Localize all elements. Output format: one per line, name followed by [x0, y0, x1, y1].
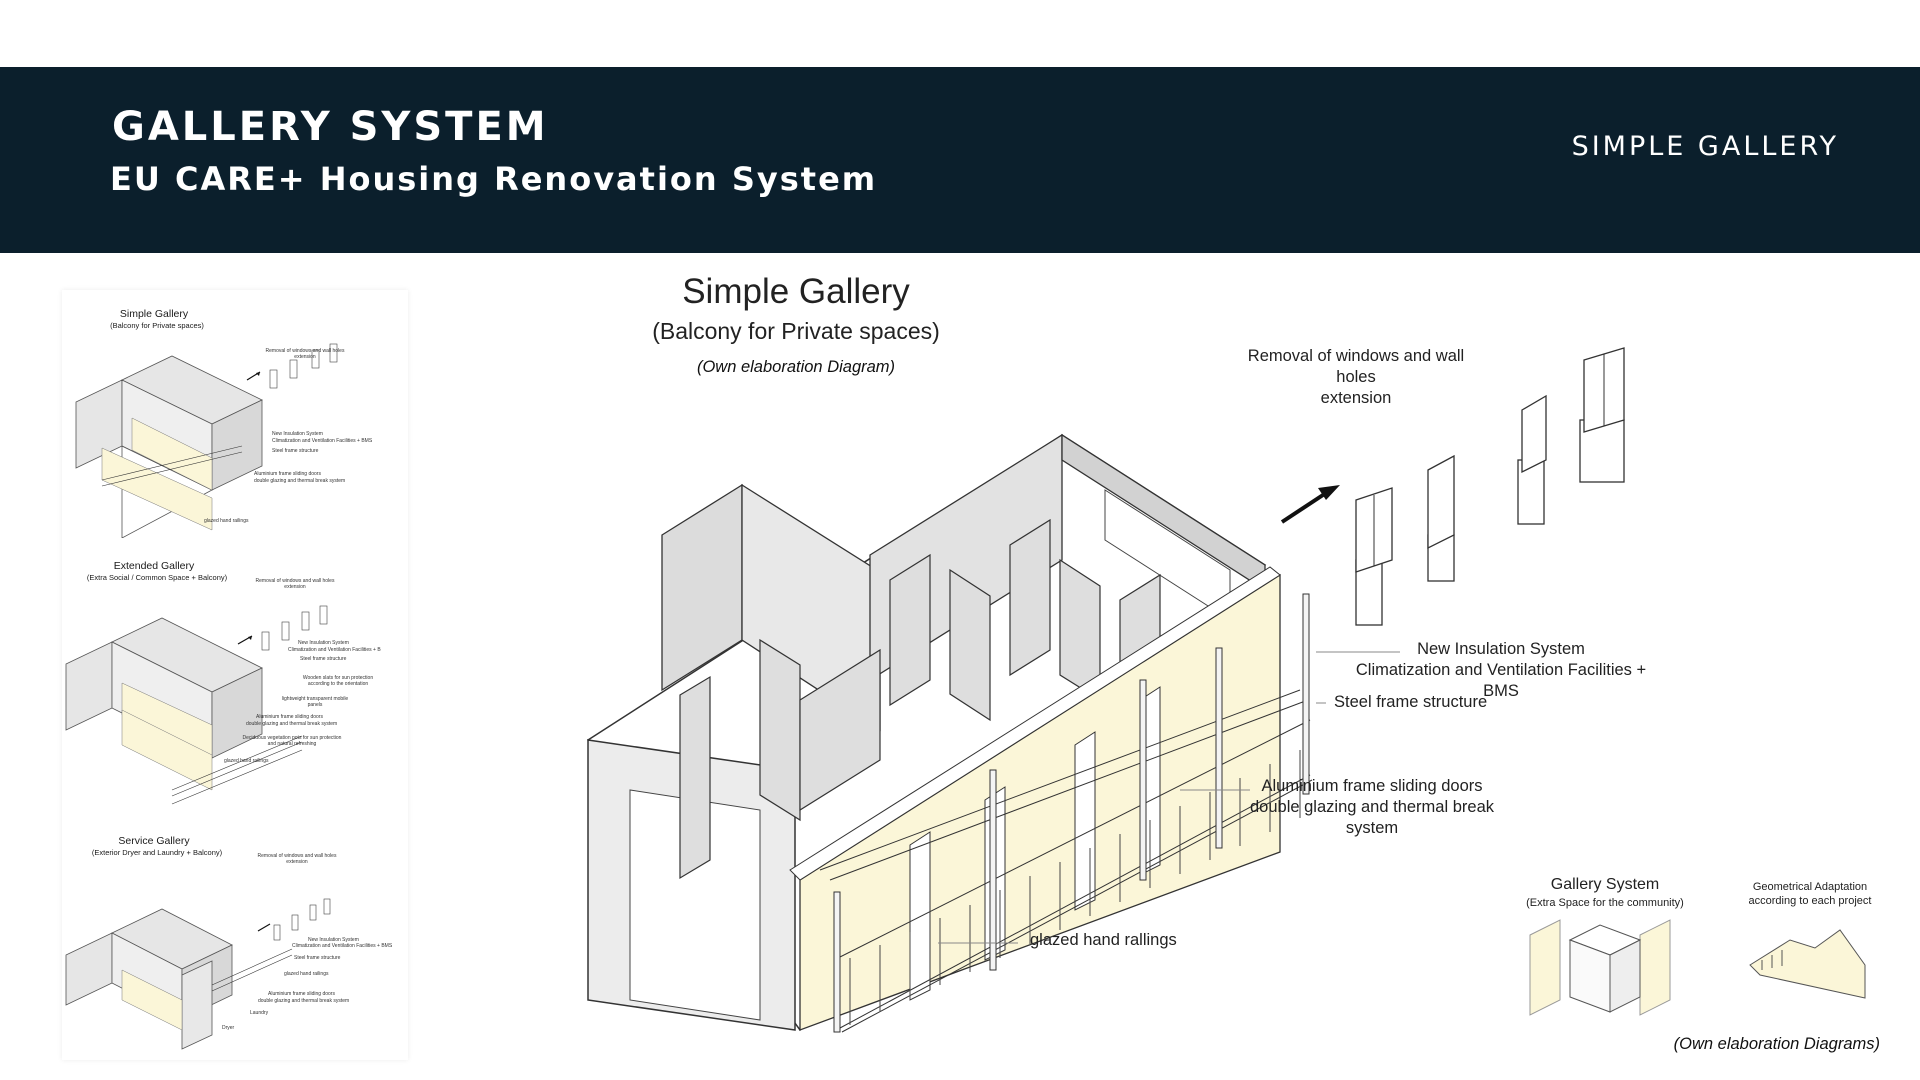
callout-sliding-doors: Aluminium frame sliding doors double gla… [1250, 777, 1494, 837]
gallery-system-subtitle: (Extra Space for the community) [1526, 897, 1684, 909]
callout-hand-railings: glazed hand rallings [1030, 931, 1177, 949]
thumbnail-label: Dryer [222, 1025, 235, 1031]
thumbnail-label: Climatization and Ventilation Facilities… [272, 438, 373, 444]
thumbnail-drawing [65, 605, 328, 805]
thumbnail-label: Steel frame structure [272, 448, 319, 454]
thumbnail-label: double glazing and thermal break system [246, 721, 338, 727]
callout-removal: Removal of windows and wall holes extens… [1247, 347, 1465, 407]
thumbnail-subtitle: (Balcony for Private spaces) [110, 321, 204, 330]
thumbnail-title: Service Gallery [118, 835, 190, 847]
thumbnail-label: Steel frame structure [294, 955, 341, 961]
thumbnail-label: double glazing and thermal break system [258, 998, 350, 1004]
thumbnail-title: Simple Gallery [119, 308, 189, 320]
thumbnail-label: glazed hand railings [204, 518, 249, 524]
page-subtitle: EU CARE+ Housing Renovation System [110, 160, 878, 198]
diagram-subtitle: (Balcony for Private spaces) [652, 318, 940, 344]
page-title: GALLERY SYSTEM [112, 104, 549, 150]
door-opening [629, 789, 761, 1021]
thumbnail-label: Climatization and Ventilation Facilities… [288, 647, 381, 653]
gallery-system-mini-diagram [1529, 919, 1671, 1016]
thumbnail-service-gallery[interactable]: Service Gallery (Exterior Dryer and Laun… [62, 835, 408, 1055]
thumbnail-label: glazed hand railings [284, 971, 329, 977]
thumbnail-label: Aluminium frame sliding doors [268, 991, 335, 997]
thumbnail-label: Deciduous vegetation pots for sun protec… [242, 735, 342, 747]
thumbnail-title: Extended Gallery [113, 560, 195, 572]
geometric-adaptation-mini-diagram [1749, 929, 1866, 999]
callout-insulation: New Insulation System Climatization and … [1355, 640, 1647, 700]
thumbnail-label: New Insulation System [308, 937, 359, 943]
thumbnail-drawing [65, 898, 331, 1050]
thumbnail-label: Removal of windows and wall holes extens… [255, 578, 335, 590]
diagram-title: Simple Gallery [682, 272, 910, 311]
section-label: SIMPLE GALLERY [1571, 131, 1839, 162]
insulation-top [789, 566, 1281, 881]
geometric-adaptation-title: Geometrical Adaptation according to each… [1748, 881, 1872, 907]
thumbnail-drawing [75, 343, 338, 538]
thumbnail-simple-gallery[interactable]: Simple Gallery (Balcony for Private spac… [62, 308, 408, 538]
thumbnail-subtitle: (Extra Social / Common Space + Balcony) [86, 573, 228, 582]
railing-posts [849, 750, 1301, 1025]
thumbnail-label: Removal of windows and wall holes extens… [265, 348, 345, 360]
removed-windows [1355, 347, 1625, 626]
thumbnail-label: Laundry [250, 1010, 269, 1016]
leader-lines [938, 651, 1400, 944]
thumbnail-subtitle: (Exterior Dryer and Laundry + Balcony) [91, 848, 223, 857]
thumbnail-label: double glazing and thermal break system [254, 478, 346, 484]
thumbnail-label: Aluminium frame sliding doors [256, 714, 323, 720]
thumbnail-label: Aluminium frame sliding doors [254, 471, 321, 477]
diagram-credit: (Own elaboration Diagram) [696, 358, 896, 376]
header-banner: GALLERY SYSTEM EU CARE+ Housing Renovati… [0, 67, 1920, 253]
thumbnail-label: Removal of windows and wall holes extens… [257, 853, 337, 865]
arrow-icon [1280, 485, 1340, 524]
thumbnail-label: Wooden slats for sun protection accordin… [302, 675, 374, 687]
thumbnail-label: Steel frame structure [300, 656, 347, 662]
thumbnail-label: glazed hand railings [224, 758, 269, 764]
thumbnail-label: New Insulation System [272, 431, 323, 437]
interior-partitions [679, 518, 1161, 880]
thumbnail-panel: Simple Gallery (Balcony for Private spac… [62, 290, 408, 1060]
thumbnail-extended-gallery[interactable]: Extended Gallery (Extra Social / Common … [62, 560, 408, 810]
callout-steel-frame: Steel frame structure [1334, 693, 1488, 711]
steel-columns [833, 593, 1310, 1033]
thumbnail-label: Climatization and Ventilation Facilities… [292, 943, 393, 949]
diagrams-credit: (Own elaboration Diagrams) [1673, 1035, 1880, 1053]
thumbnail-label: lightweight transparent mobile panels [281, 696, 349, 708]
thumbnail-label: New Insulation System [298, 640, 349, 646]
gallery-system-title: Gallery System [1550, 876, 1660, 893]
